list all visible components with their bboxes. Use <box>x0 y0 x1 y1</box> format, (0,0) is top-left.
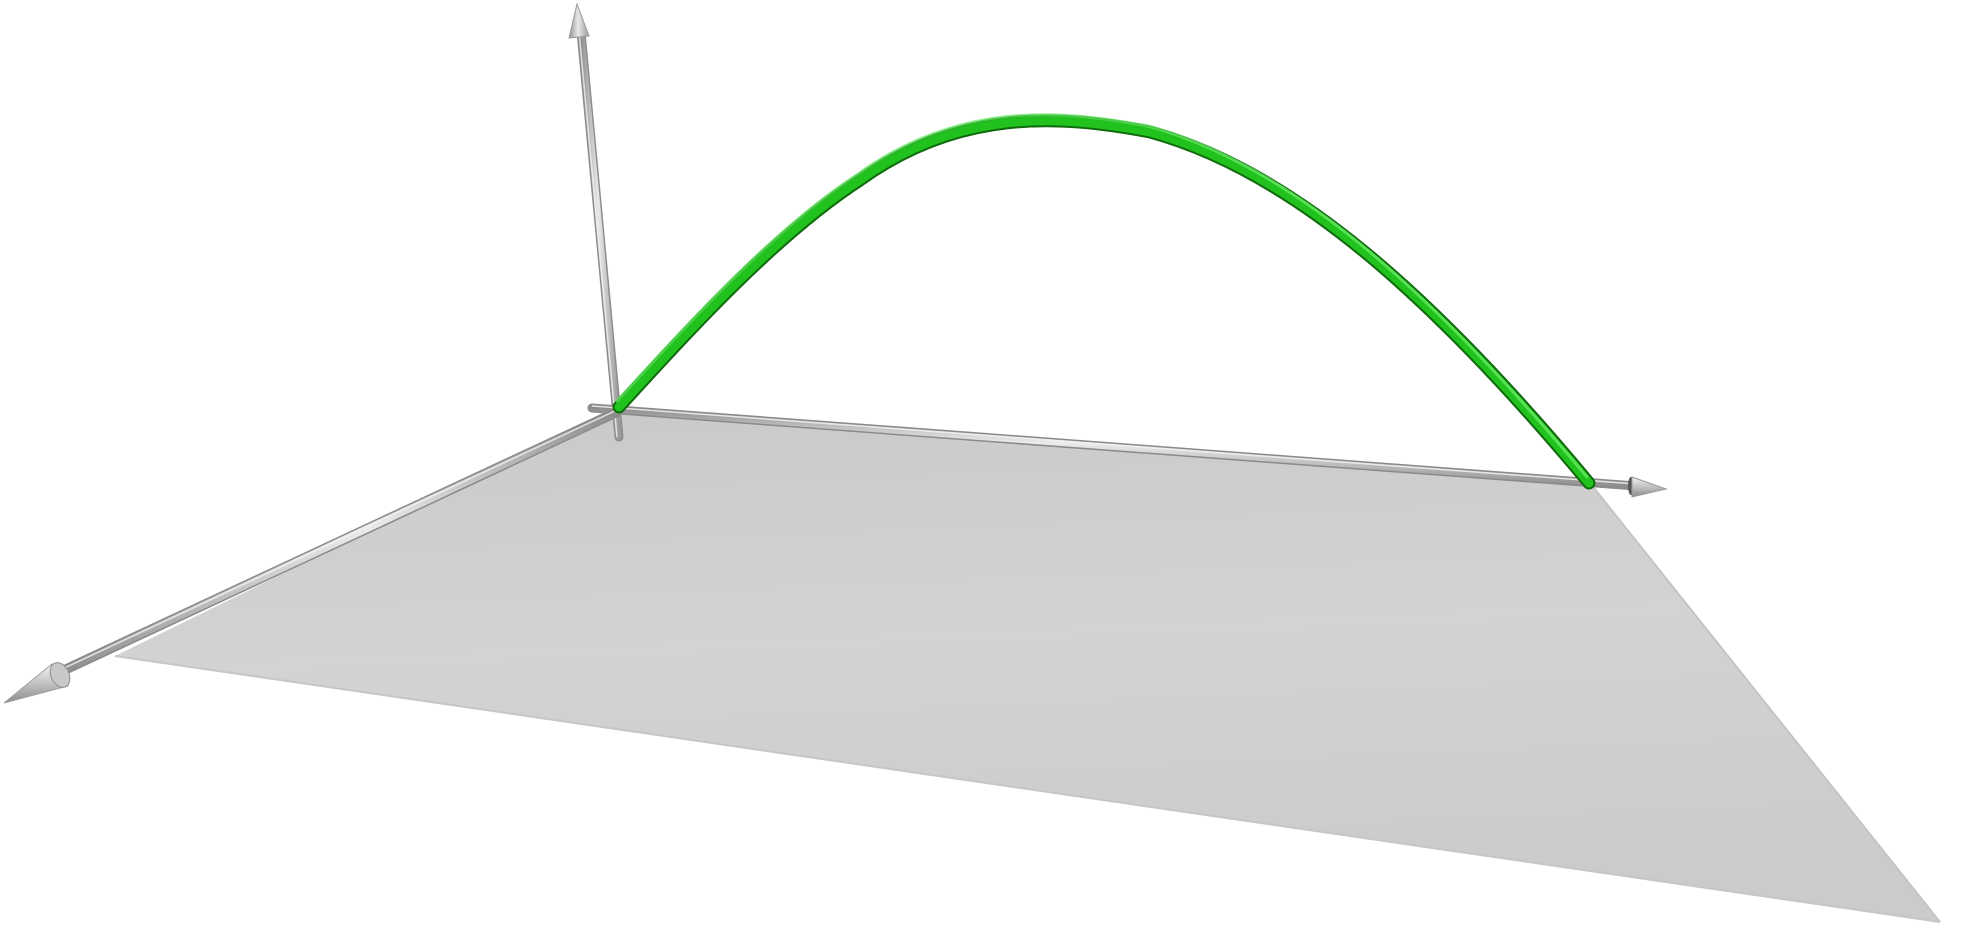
plane-edge-bottom <box>114 655 1941 923</box>
plane-edge-right <box>1589 482 1941 923</box>
z-axis-arrowhead <box>568 2 590 39</box>
xy-plane <box>115 410 1940 922</box>
curve-tube <box>614 116 1594 488</box>
curve <box>612 113 1596 490</box>
x-axis <box>3 407 622 704</box>
y-axis-arrowhead <box>1631 476 1668 498</box>
z-axis <box>568 2 624 442</box>
curve-highlight <box>615 113 1589 479</box>
y-axis <box>587 403 1668 498</box>
